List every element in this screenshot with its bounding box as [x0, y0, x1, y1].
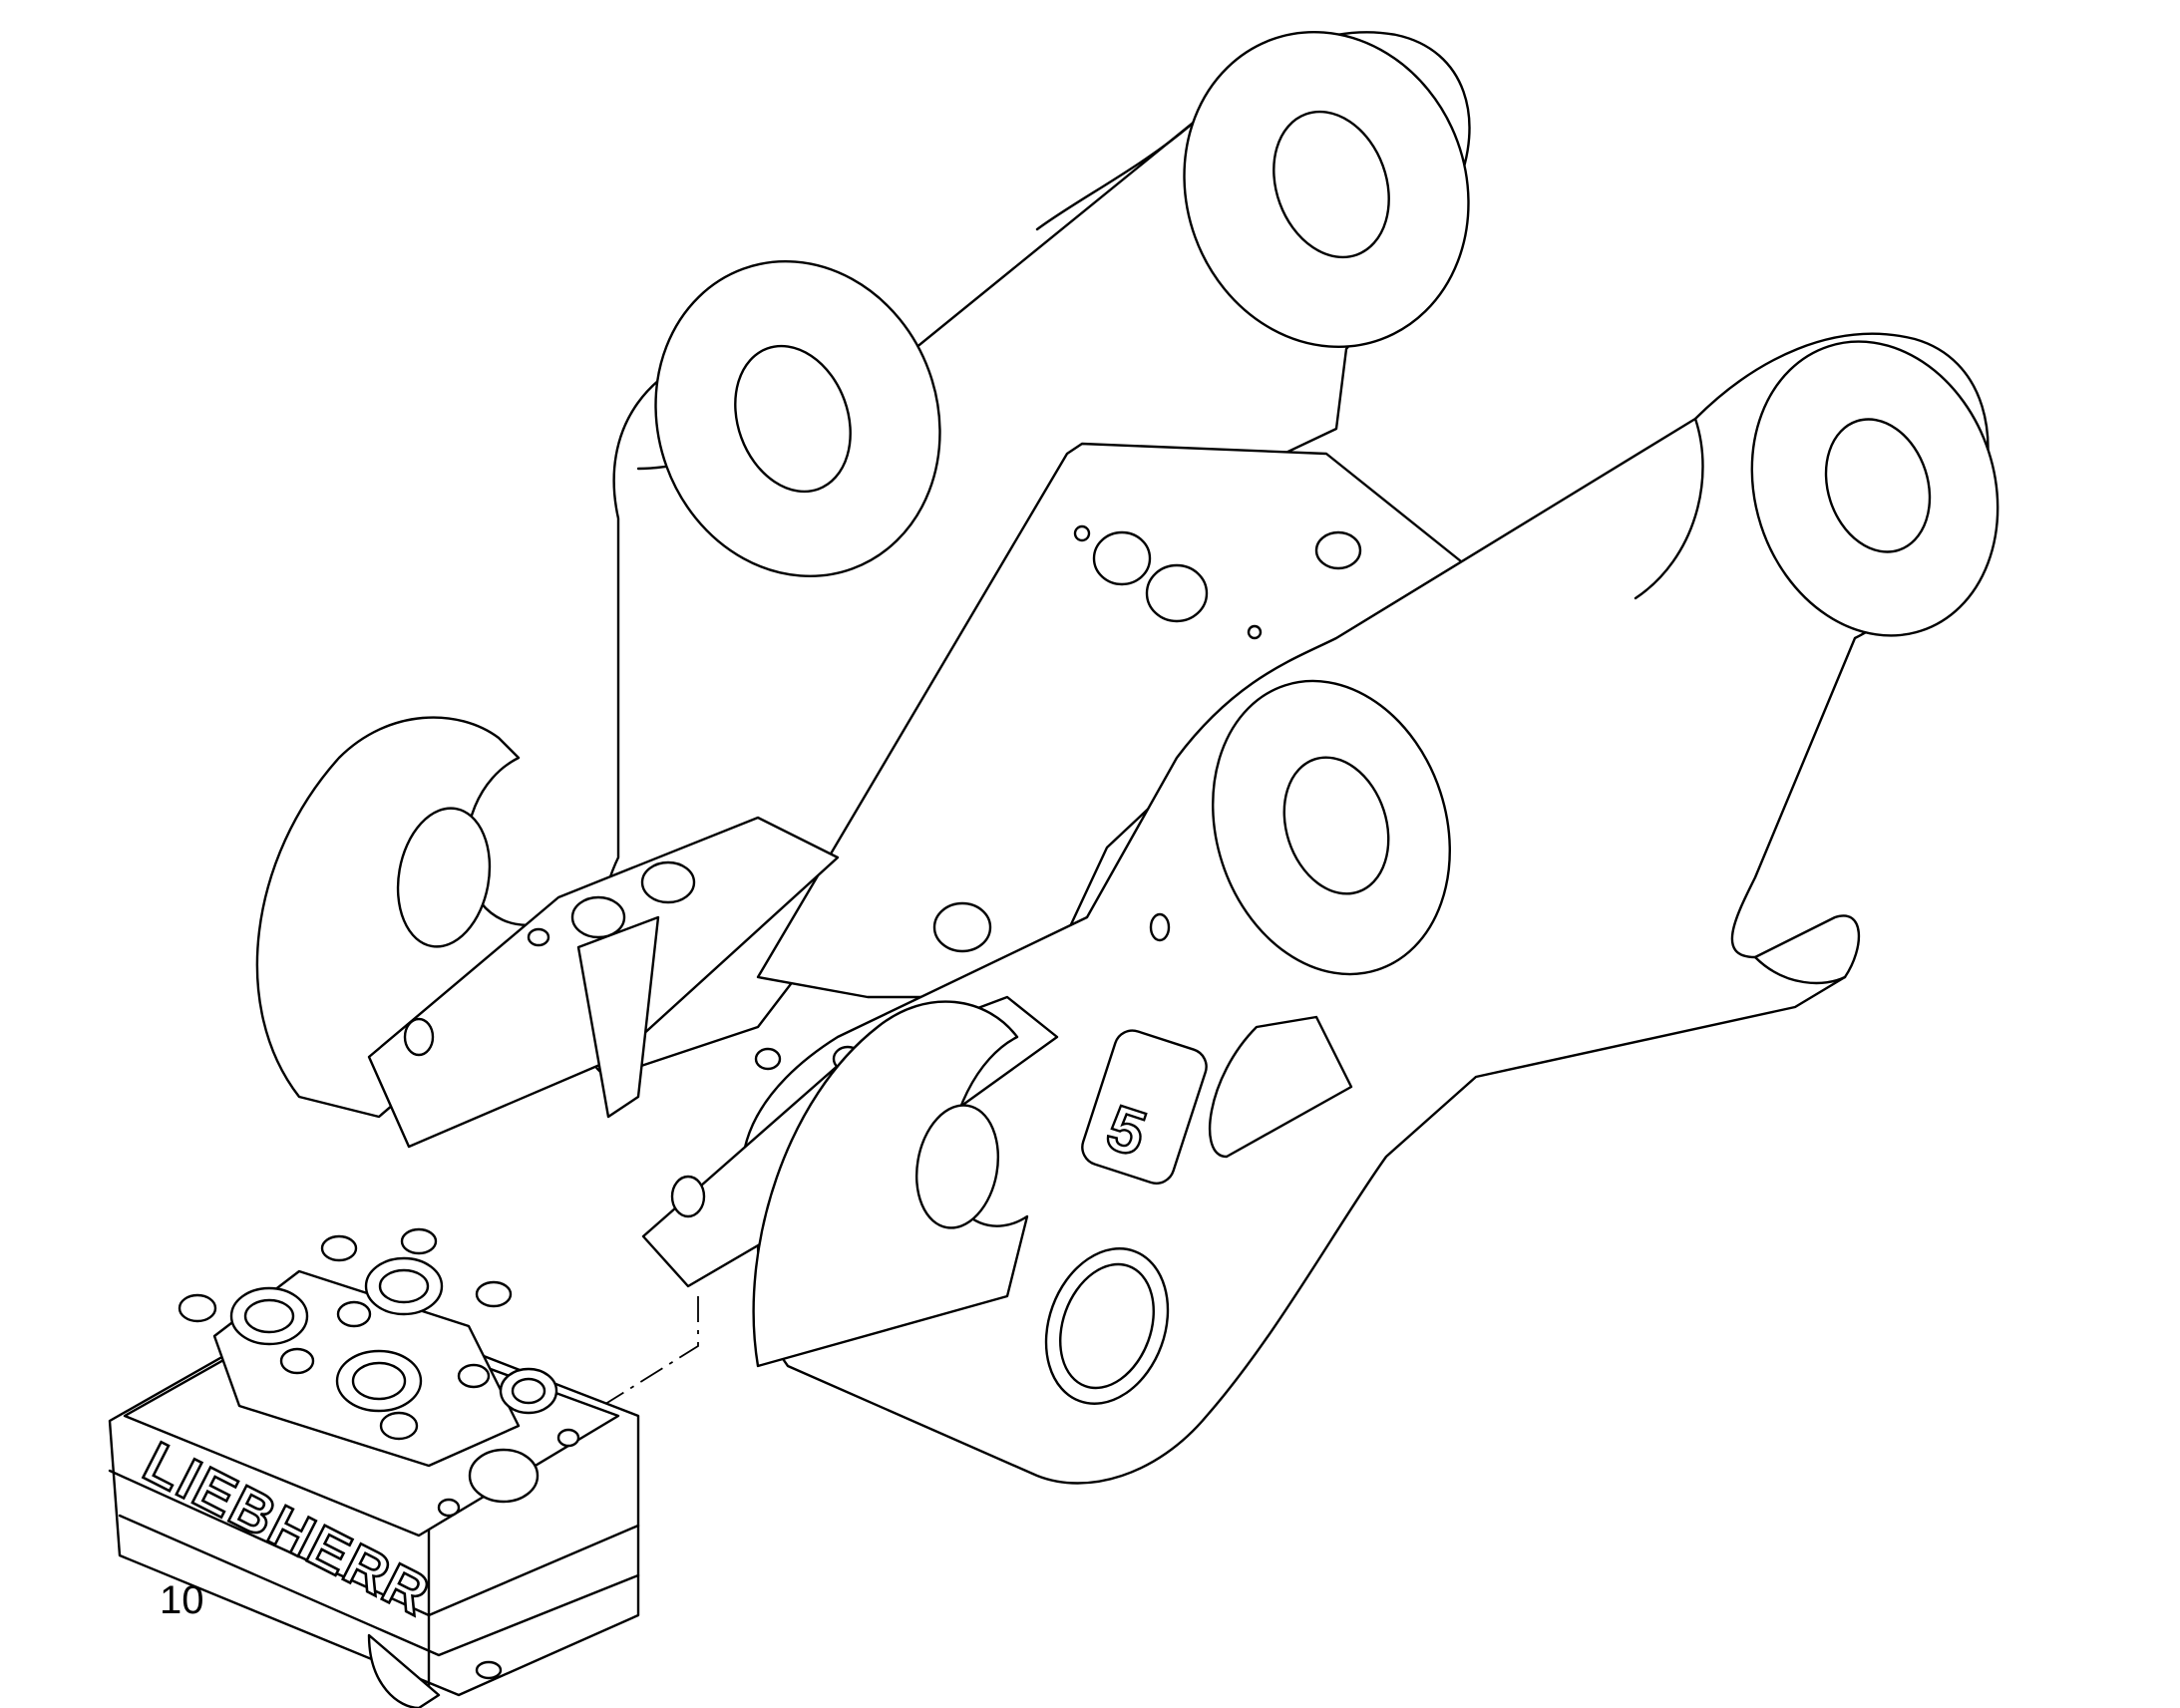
valve-bolt-4: [279, 1347, 315, 1375]
valve-bolt-8: [457, 1363, 491, 1389]
top-plate-port-1: [1092, 530, 1152, 586]
lower-wedge-small-hole-1: [754, 1047, 782, 1071]
front-top-pin-boss: [1750, 340, 1999, 637]
lower-bore-ring: [1044, 1247, 1170, 1405]
valve-block-item-10: LIEBHERR: [108, 1227, 640, 1708]
wedge-bolt-1: [570, 895, 626, 939]
front-top-pin-hole: [1824, 418, 1932, 553]
locking-wedge-upper: [367, 816, 840, 1149]
front-hook-jaw: [914, 1104, 1000, 1229]
size-marking-plate: 5: [1081, 1029, 1208, 1185]
valve-port-1: [229, 1286, 309, 1346]
front-plate-edge: [1634, 417, 1704, 600]
rear-top-pin-hole: [1272, 110, 1390, 259]
top-plate-small-hole-1: [1073, 524, 1091, 542]
center-top-plate: [756, 442, 1478, 999]
rear-top-pin-boss: [1183, 31, 1470, 348]
valve-port-2: [364, 1256, 444, 1316]
rear-mid-pin-hole: [734, 344, 852, 494]
valve-port-5: [468, 1448, 540, 1504]
front-lower-hook: [752, 912, 1171, 1368]
valve-bolt-3: [400, 1227, 438, 1255]
center-plate-hole: [932, 901, 992, 953]
wedge-small-hole: [527, 927, 550, 947]
valve-bolt-7: [379, 1411, 419, 1441]
valve-bolt-1: [178, 1293, 217, 1323]
rear-hook-lip: [1753, 955, 1847, 985]
top-plate-port-2: [1145, 563, 1209, 623]
valve-port-4: [499, 1367, 558, 1415]
valve-bolt-10: [556, 1428, 580, 1448]
quick-coupler-frame: 5: [255, 31, 1999, 1485]
valve-ports: [229, 1256, 558, 1504]
wedge-bolt-2: [640, 860, 696, 904]
valve-bolt-2: [320, 1234, 358, 1262]
callout-label-item-10: 10: [160, 1578, 204, 1622]
side-lug: [1208, 1015, 1353, 1159]
valve-port-3: [335, 1349, 423, 1413]
front-mid-pin-boss: [1212, 679, 1451, 976]
valve-bolts: [178, 1227, 580, 1518]
valve-bolt-5: [336, 1300, 372, 1328]
top-plate-hole-1: [1314, 530, 1362, 570]
rear-hook-jaw: [396, 807, 492, 948]
valve-bolt-9: [437, 1498, 461, 1518]
front-mid-pin-hole: [1282, 756, 1390, 895]
lower-wedge-hole: [670, 1175, 706, 1218]
top-plate-small-hole-2: [1247, 624, 1263, 640]
valve-underside-screw: [475, 1660, 503, 1680]
wedge-hole: [403, 1017, 435, 1057]
front-plate-small-hole: [1149, 912, 1171, 942]
valve-bolt-6: [475, 1280, 513, 1308]
rear-mid-pin-boss: [654, 260, 941, 577]
